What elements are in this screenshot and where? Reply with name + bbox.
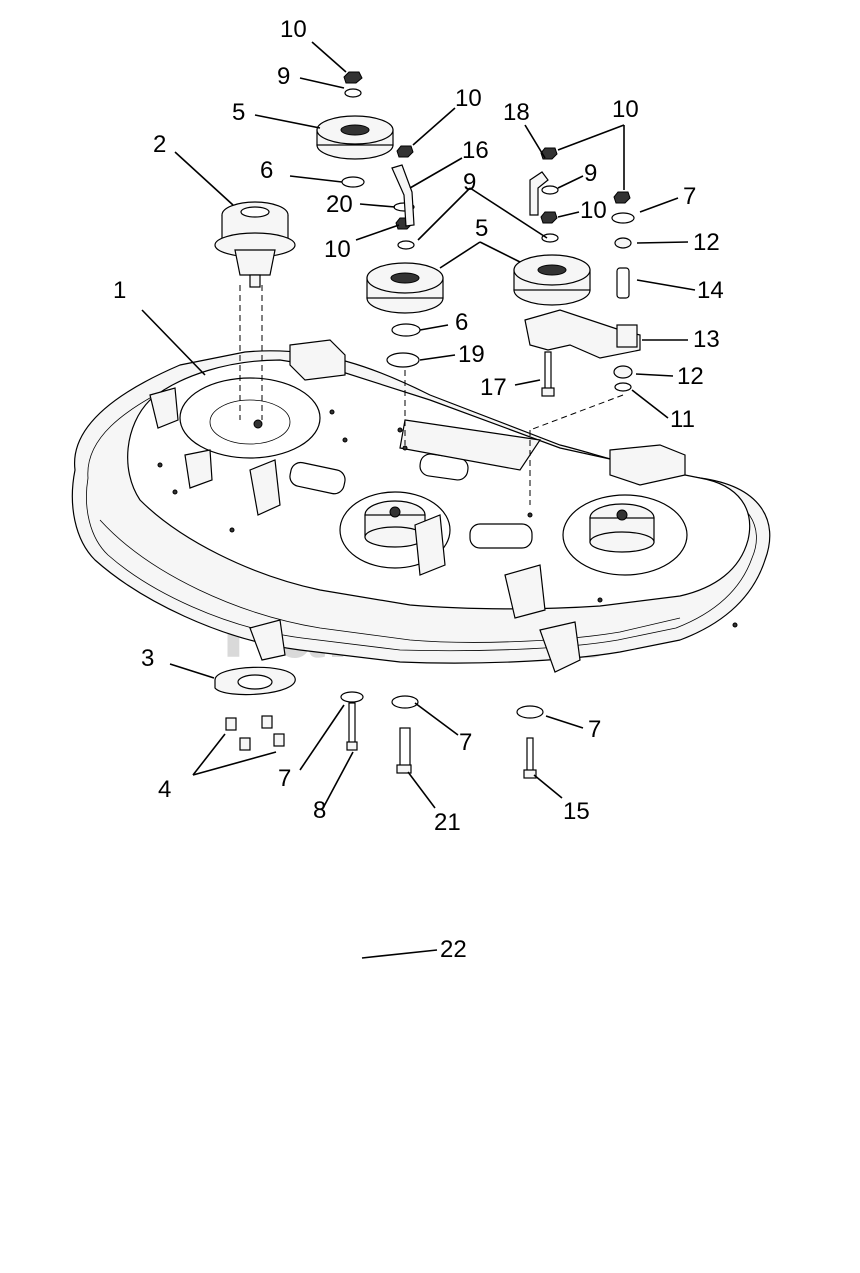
callout-20: 20 bbox=[326, 191, 353, 218]
callout-22: 22 bbox=[440, 936, 467, 963]
callout-11: 11 bbox=[670, 406, 695, 433]
hardware-nuts-washers bbox=[341, 71, 641, 505]
idler-pulley-top bbox=[316, 115, 394, 160]
idler-pulley-right bbox=[513, 254, 591, 306]
spindle-assembly bbox=[214, 201, 296, 420]
drive-belt bbox=[209, 863, 675, 1169]
callout-12: 12 bbox=[693, 229, 720, 256]
callout-7: 7 bbox=[459, 729, 472, 756]
callout-numbers: 10 9 5 2 6 1 10 16 20 10 9 5 6 19 17 18 … bbox=[113, 16, 724, 963]
callout-15: 15 bbox=[563, 798, 590, 825]
callout-10: 10 bbox=[455, 85, 482, 112]
callout-7: 7 bbox=[683, 183, 696, 210]
callout-7: 7 bbox=[588, 716, 601, 743]
callout-19: 19 bbox=[458, 341, 485, 368]
callout-14: 14 bbox=[697, 277, 724, 304]
bearing-plate bbox=[214, 666, 296, 696]
callout-12: 12 bbox=[677, 363, 704, 390]
callout-6: 6 bbox=[260, 157, 273, 184]
callout-5: 5 bbox=[475, 215, 488, 242]
callout-10: 10 bbox=[612, 96, 639, 123]
callout-18: 18 bbox=[503, 99, 530, 126]
callout-7: 7 bbox=[278, 765, 291, 792]
callout-2: 2 bbox=[153, 131, 166, 158]
callout-4: 4 bbox=[158, 776, 171, 803]
deck-housing bbox=[71, 339, 771, 673]
callout-10: 10 bbox=[324, 236, 351, 263]
callout-9: 9 bbox=[584, 160, 597, 187]
callout-13: 13 bbox=[693, 326, 720, 353]
callout-3: 3 bbox=[141, 645, 154, 672]
callout-8: 8 bbox=[313, 797, 326, 824]
callout-9: 9 bbox=[463, 169, 476, 196]
callout-6: 6 bbox=[455, 309, 468, 336]
under-deck-bolts bbox=[225, 691, 544, 779]
callout-21: 21 bbox=[434, 809, 461, 836]
callout-5: 5 bbox=[232, 99, 245, 126]
callout-16: 16 bbox=[462, 137, 489, 164]
callout-1: 1 bbox=[113, 277, 126, 304]
leader-lines bbox=[141, 41, 696, 959]
callout-10: 10 bbox=[280, 16, 307, 43]
idler-pulley-center bbox=[366, 262, 444, 314]
callout-10: 10 bbox=[580, 197, 607, 224]
callout-9: 9 bbox=[277, 63, 290, 90]
callout-17: 17 bbox=[480, 374, 507, 401]
